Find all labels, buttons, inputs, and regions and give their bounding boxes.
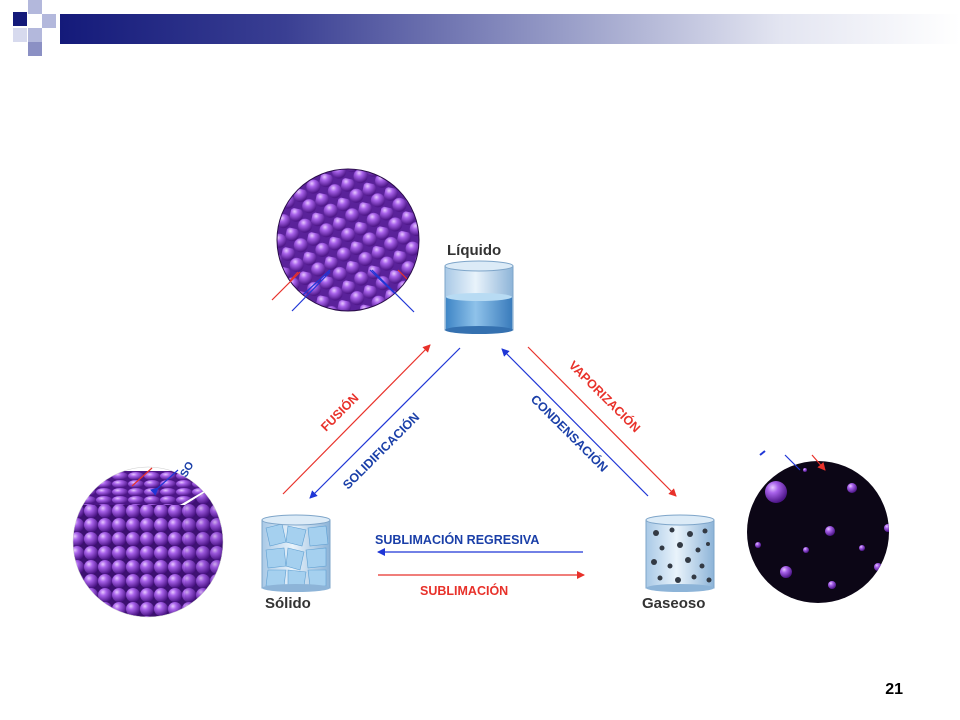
gas-particles-circle xyxy=(747,461,889,603)
corner-square-light-4 xyxy=(28,42,42,56)
corner-square-mid xyxy=(42,14,56,28)
deposition-label: SUBLIMACIÓN REGRESIVA xyxy=(375,532,539,547)
state-label-solid: Sólido xyxy=(265,595,311,612)
state-label-gas: Gaseoso xyxy=(642,595,705,612)
corner-square-light-2 xyxy=(28,28,42,42)
beaker-with-gas-particles-icon xyxy=(645,514,715,592)
beaker-with-liquid-icon xyxy=(444,260,514,334)
solidification-arrow xyxy=(309,347,461,499)
page-number: 21 xyxy=(885,681,903,698)
vaporization-arrow xyxy=(527,346,677,497)
solidification-label: SOLIDIFICACIÓN xyxy=(340,409,423,492)
condensation-arrow xyxy=(501,348,649,497)
solid-circle-blue-pointer xyxy=(150,469,179,496)
header-band xyxy=(60,14,960,44)
gas-circle-red-pointer xyxy=(811,454,826,471)
corner-square-light xyxy=(28,0,42,14)
liquid-circle-blue-pointer xyxy=(291,271,331,312)
gas-circle-blue-pointer xyxy=(784,454,801,471)
condensation-label: CONDENSACIÓN xyxy=(528,392,611,475)
corner-square-dark xyxy=(13,12,27,26)
fusion-arrow xyxy=(282,344,431,495)
solid-circle-red-pointer xyxy=(131,467,153,487)
sublimation-label: SUBLIMACIÓN xyxy=(420,583,508,598)
corner-square-light-3 xyxy=(13,28,27,42)
liquid-circle-red-pointer xyxy=(271,271,301,301)
liquid-particles-circle xyxy=(276,168,420,312)
fusion-label: FUSIÓN xyxy=(318,390,362,434)
gas-circle-blue-tick xyxy=(759,450,766,456)
solid-particles-circle xyxy=(72,466,224,618)
liquid-circle-blue-pointer-2 xyxy=(371,269,415,313)
state-label-liquid: Líquido xyxy=(447,242,501,259)
beaker-with-ice-icon xyxy=(261,514,331,592)
